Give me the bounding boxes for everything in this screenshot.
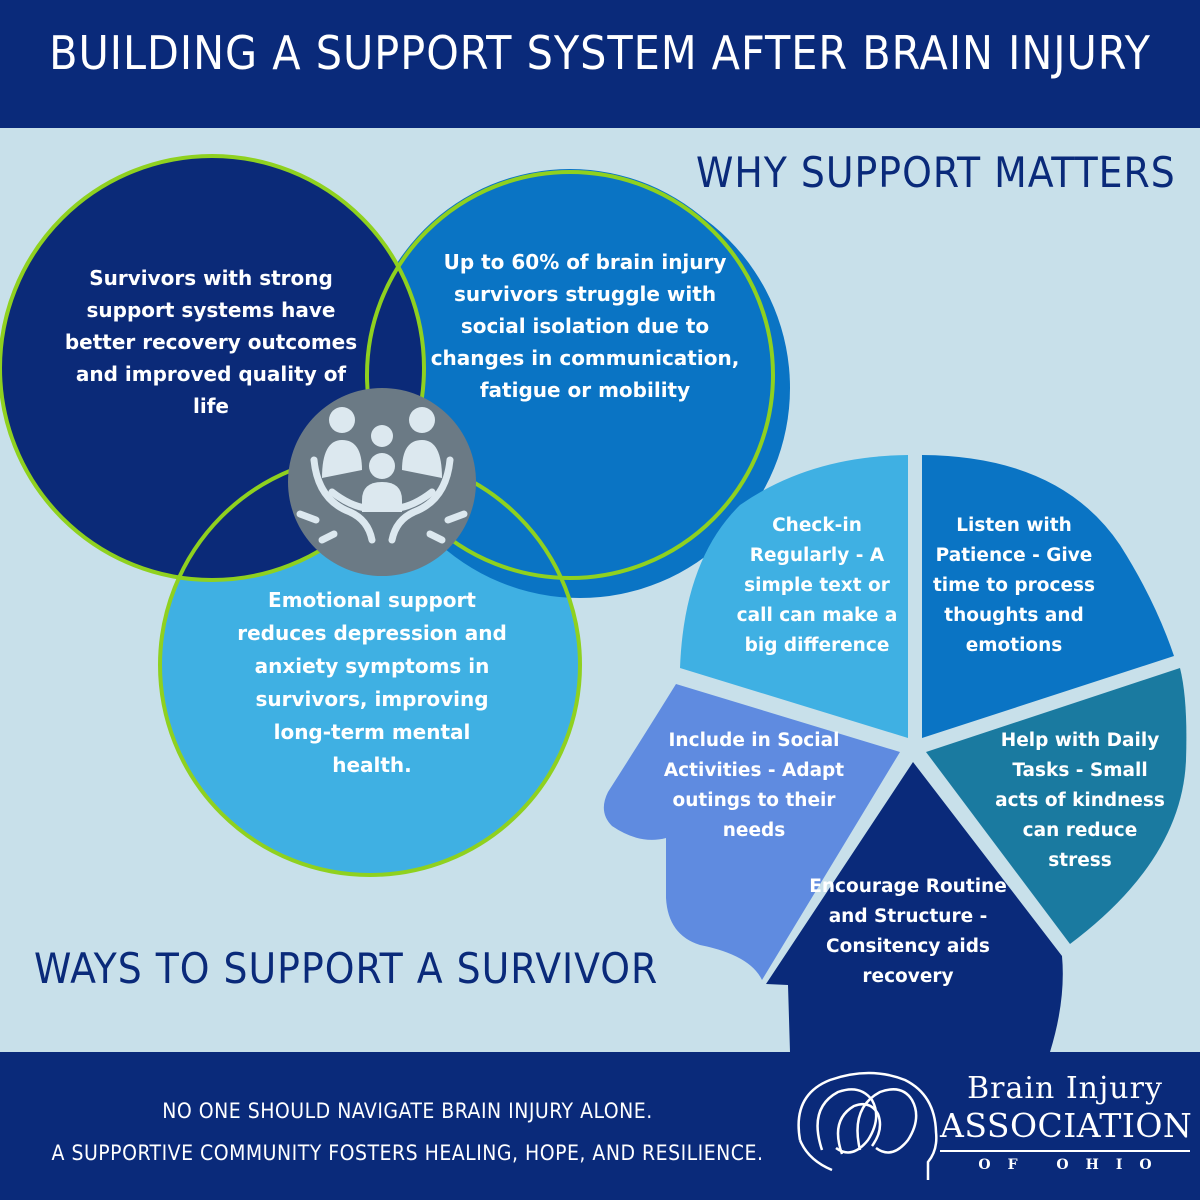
page-title: BUILDING A SUPPORT SYSTEM AFTER BRAIN IN…: [49, 26, 1151, 80]
support-head-diagram: [603, 455, 1187, 1052]
logo-line-2: ASSOCIATION: [940, 1106, 1192, 1152]
segment-check-in: [680, 455, 908, 738]
logo-line-3: OF OHIO: [978, 1157, 1169, 1173]
segment-help: [926, 668, 1187, 944]
segment-include: [603, 684, 900, 980]
footer-band: [0, 1052, 1200, 1200]
header-band: [0, 0, 1200, 128]
circle-strong-support-text: Survivors with strong support systems ha…: [64, 266, 358, 418]
segment-check-in-text: Check-in Regularly - A simple text or ca…: [736, 515, 898, 656]
footer-tagline-line1: NO ONE SHOULD NAVIGATE BRAIN INJURY ALON…: [162, 1099, 653, 1123]
circle-isolation-text: Up to 60% of brain injury survivors stru…: [430, 250, 740, 402]
segment-encourage: [766, 762, 1063, 1052]
segment-listen: [922, 455, 1174, 738]
segment-include-text: Include in Social Activities - Adapt out…: [663, 730, 845, 841]
ring-isolation: [365, 170, 775, 580]
segment-listen-text: Listen with Patience - Give time to proc…: [932, 515, 1096, 656]
circle-emotional-text: Emotional support reduces depression and…: [237, 588, 507, 777]
logo-line-1: Brain Injury: [967, 1071, 1163, 1106]
family-in-hands-icon: [288, 388, 476, 576]
head-outline-logo-icon: [797, 1071, 938, 1180]
why-support-heading: WHY SUPPORT MATTERS: [696, 148, 1176, 197]
segment-encourage-text: Encourage Routine and Structure - Consit…: [809, 876, 1007, 987]
ring-strong-support: [0, 154, 426, 582]
footer-tagline-line2: A SUPPORTIVE COMMUNITY FOSTERS HEALING, …: [51, 1141, 764, 1165]
segment-help-text: Help with Daily Tasks - Small acts of ki…: [995, 730, 1165, 871]
ways-to-support-heading: WAYS TO SUPPORT A SURVIVOR: [34, 944, 659, 993]
organization-logo: Brain Injury ASSOCIATION OF OHIO: [940, 1071, 1192, 1178]
